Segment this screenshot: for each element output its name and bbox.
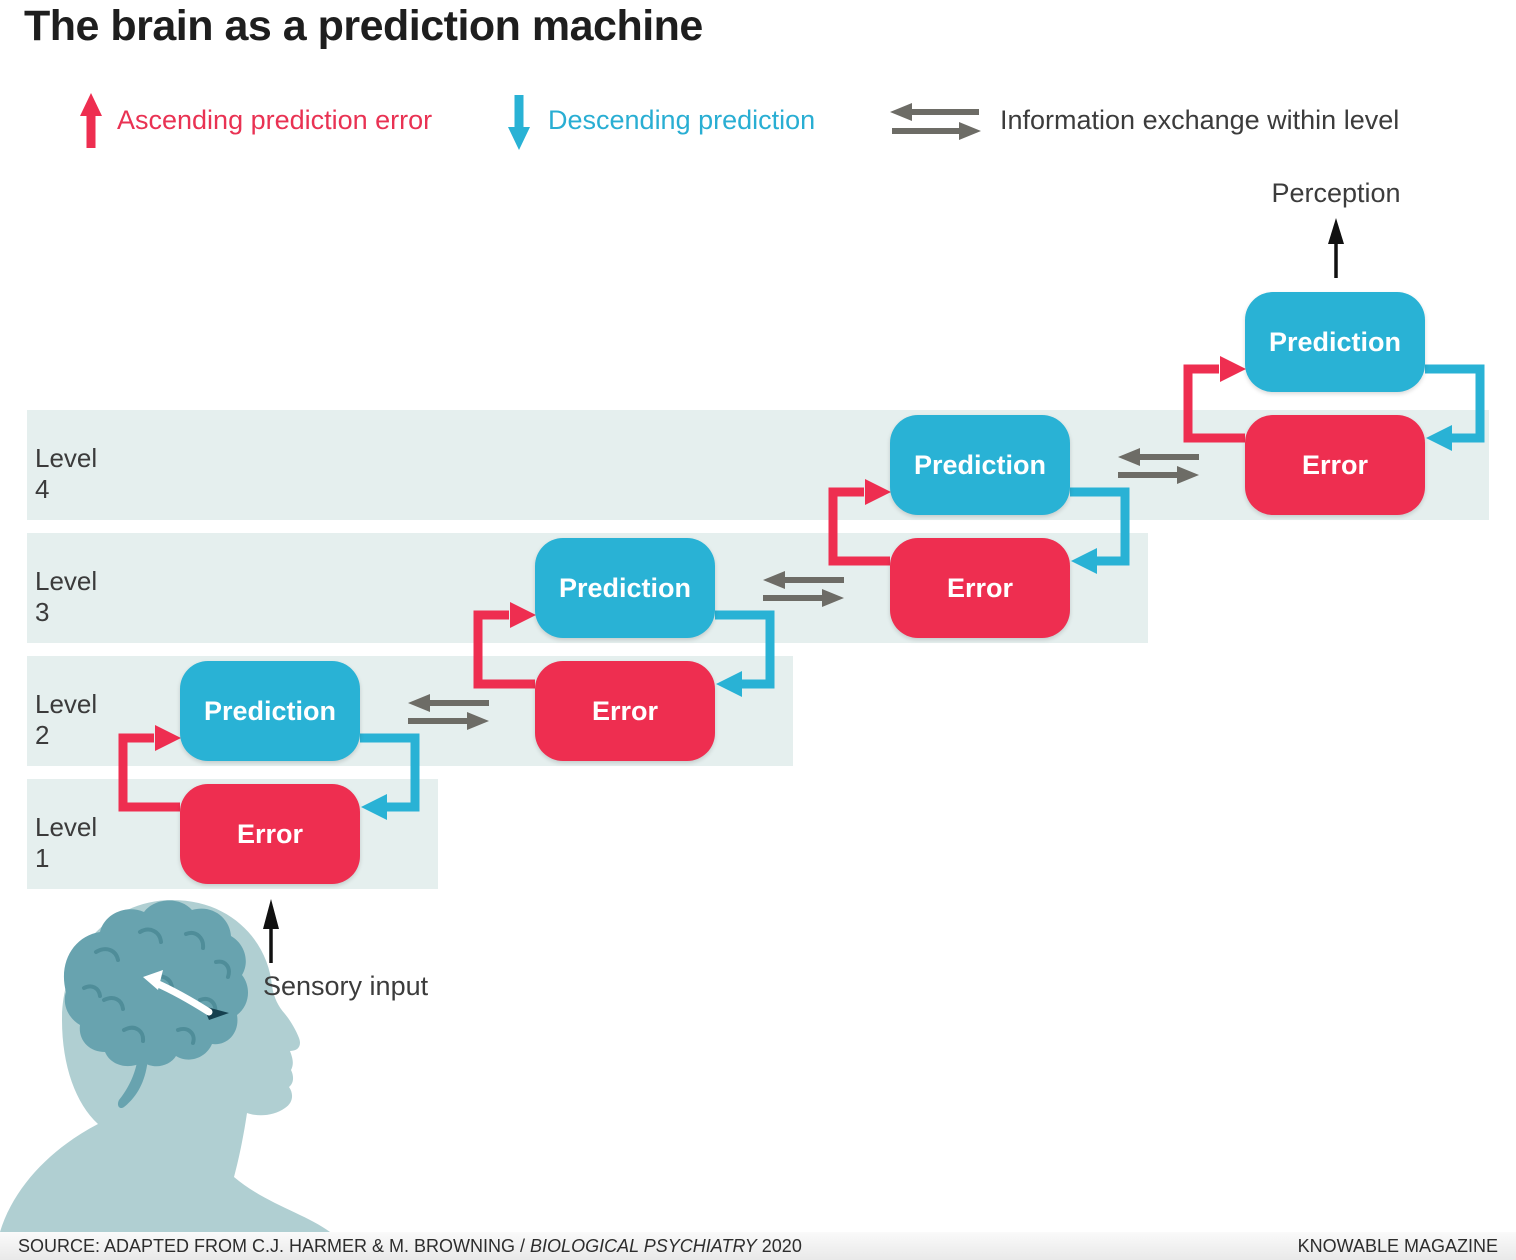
level-3-label: Level 3 [35, 566, 97, 628]
perception-arrow [1328, 218, 1344, 278]
source-text: SOURCE: ADAPTED FROM C.J. HARMER & M. BR… [18, 1235, 531, 1256]
descending-arrow-icon [508, 95, 530, 150]
sensory-input-label: Sensory input [263, 971, 429, 1001]
descending-prediction-arrow-top-4 [1425, 364, 1485, 451]
sensory-input-arrow [263, 899, 279, 963]
error-box-level-3: Error [890, 538, 1070, 638]
level-number: 1 [35, 843, 50, 873]
exchange-arrows-icon [890, 103, 981, 140]
head-illustration [0, 900, 330, 1232]
exchange-arrows-level-3 [763, 571, 844, 607]
exchange-arrows-level-2 [408, 694, 489, 730]
level-number: 2 [35, 720, 50, 750]
descending-prediction-arrow-level-4-3 [1070, 487, 1130, 574]
level-2-label: Level 2 [35, 689, 97, 751]
ascending-error-arrow-level-3-4 [828, 479, 891, 566]
legend-exchange-label: Information exchange within level [1000, 105, 1400, 135]
ascending-error-arrow-level-4-top [1183, 356, 1246, 443]
ascending-arrow-icon [80, 93, 102, 148]
level-number: 4 [35, 474, 50, 504]
source-credit: SOURCE: ADAPTED FROM C.J. HARMER & M. BR… [18, 1236, 802, 1257]
brain-sulci-lines [82, 927, 231, 1045]
exchange-arrows-level-4 [1118, 448, 1199, 484]
prediction-box-level-3: Prediction [535, 538, 715, 638]
prediction-box-level-2: Prediction [180, 661, 360, 761]
page-title: The brain as a prediction machine [24, 2, 703, 50]
error-box-level-2: Error [535, 661, 715, 761]
level-word: Level [35, 689, 98, 719]
prediction-box-top: Prediction [1245, 292, 1425, 392]
level-word: Level [35, 812, 98, 842]
sensory-path-arrow [143, 970, 213, 1016]
level-word: Level [35, 566, 98, 596]
descending-prediction-arrow-level-2-1 [360, 733, 420, 820]
level-word: Level [35, 443, 98, 473]
prediction-box-level-4: Prediction [890, 415, 1070, 515]
publisher-credit: KNOWABLE MAGAZINE [1297, 1235, 1498, 1256]
level-number: 3 [35, 597, 50, 627]
ascending-error-arrow-level-2-3 [473, 602, 536, 689]
source-year: 2020 [756, 1235, 802, 1256]
level-4-label: Level 4 [35, 443, 97, 505]
legend-ascending-label: Ascending prediction error [117, 105, 433, 135]
perception-label: Perception [1271, 178, 1401, 208]
descending-prediction-arrow-level-3-2 [715, 610, 775, 697]
error-box-level-1: Error [180, 784, 360, 884]
legend-descending-label: Descending prediction [548, 105, 816, 135]
source-journal: BIOLOGICAL PSYCHIATRY [530, 1235, 757, 1256]
ascending-error-arrow-level-1-2 [118, 725, 181, 812]
error-box-level-4: Error [1245, 415, 1425, 515]
level-1-label: Level 1 [35, 812, 97, 874]
brainstem-shape [117, 1056, 148, 1109]
footer-bar: SOURCE: ADAPTED FROM C.J. HARMER & M. BR… [0, 1232, 1516, 1260]
